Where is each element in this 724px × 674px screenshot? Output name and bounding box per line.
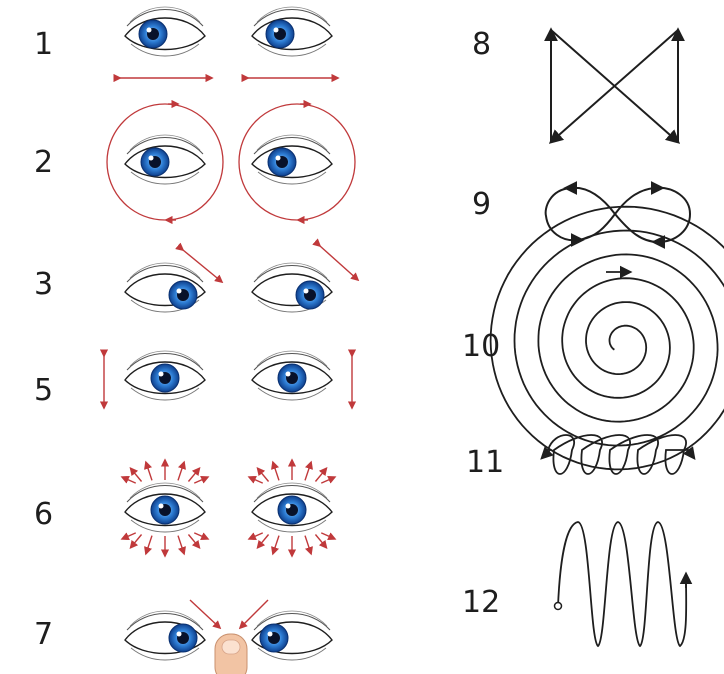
burst-arrow-down bbox=[321, 533, 335, 539]
eye-highlight bbox=[268, 632, 273, 637]
eye-illustrations bbox=[104, 7, 358, 674]
arrow-3-left bbox=[183, 250, 222, 282]
eye-highlight bbox=[159, 372, 164, 377]
eye-2-right bbox=[252, 135, 332, 184]
burst-arrow-down bbox=[273, 536, 279, 554]
fingernail bbox=[222, 640, 240, 654]
eye-7-right bbox=[252, 611, 332, 660]
burst-arrow-down bbox=[305, 536, 311, 554]
burst-arrow-down bbox=[146, 536, 152, 554]
burst-arrow-up bbox=[258, 468, 269, 481]
burst-arrow-down bbox=[122, 533, 136, 539]
eye-highlight bbox=[276, 156, 281, 161]
burst-arrow-down bbox=[315, 534, 326, 547]
burst-arrow-up bbox=[273, 462, 279, 480]
burst-arrow-down bbox=[249, 533, 263, 539]
eye-3-left bbox=[125, 263, 205, 312]
coil-arrow-left bbox=[542, 450, 550, 458]
burst-arrow-down bbox=[131, 534, 142, 547]
eye-1-left bbox=[125, 7, 205, 56]
burst-arrow-up bbox=[122, 477, 136, 483]
eye-2-left bbox=[125, 135, 205, 184]
hourglass-path-8 bbox=[551, 30, 678, 142]
burst-arrow-down bbox=[188, 534, 199, 547]
eye-6-right bbox=[252, 483, 332, 532]
burst-arrow-down bbox=[194, 533, 208, 539]
coil-path-11 bbox=[548, 435, 690, 474]
burst-arrow-up bbox=[315, 468, 326, 481]
burst-arrow-up bbox=[146, 462, 152, 480]
burst-arrow-up bbox=[188, 468, 199, 481]
eye-highlight bbox=[177, 289, 182, 294]
burst-arrow-up bbox=[178, 462, 184, 480]
arrow-7-right bbox=[240, 600, 268, 628]
zigzag-start-dot bbox=[555, 603, 562, 610]
eye-highlight bbox=[286, 504, 291, 509]
eye-highlight bbox=[274, 28, 279, 33]
burst-arrow-up bbox=[249, 477, 263, 483]
arrow-7-left bbox=[190, 600, 220, 628]
eye-3-right bbox=[252, 263, 332, 312]
coil-arrow-right bbox=[688, 450, 694, 458]
arrow-3-right bbox=[320, 246, 358, 280]
eye-highlight bbox=[149, 156, 154, 161]
eye-highlight bbox=[304, 289, 309, 294]
burst-arrow-down bbox=[258, 534, 269, 547]
eye-highlight bbox=[286, 372, 291, 377]
burst-arrow-up bbox=[194, 477, 208, 483]
eye-highlight bbox=[177, 632, 182, 637]
infinity-path-9 bbox=[546, 188, 690, 242]
eye-highlight bbox=[147, 28, 152, 33]
eye-5-right bbox=[252, 351, 332, 400]
eye-5-left bbox=[125, 351, 205, 400]
path-illustrations bbox=[491, 30, 724, 646]
spiral-path-10 bbox=[491, 207, 724, 470]
eye-1-right bbox=[252, 7, 332, 56]
eye-6-left bbox=[125, 483, 205, 532]
burst-arrow-down bbox=[178, 536, 184, 554]
burst-arrow-up bbox=[321, 477, 335, 483]
zigzag-path-12 bbox=[558, 522, 686, 646]
eye-highlight bbox=[159, 504, 164, 509]
burst-arrow-up bbox=[305, 462, 311, 480]
burst-arrow-up bbox=[131, 468, 142, 481]
eye-7-left bbox=[125, 611, 205, 660]
